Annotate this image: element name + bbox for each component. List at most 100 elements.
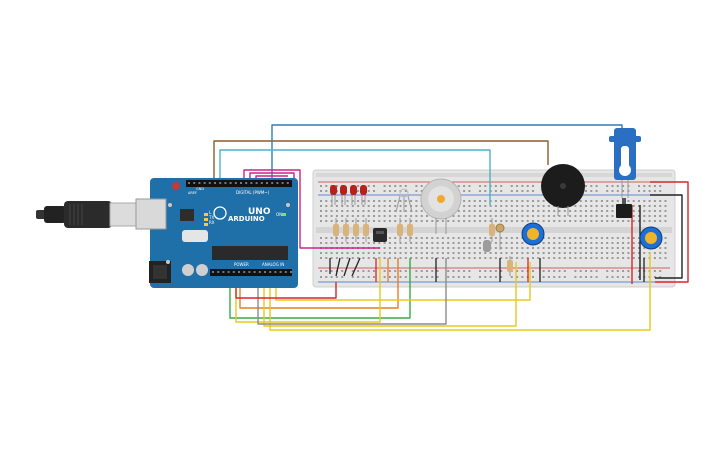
breadboard-hole — [616, 257, 619, 259]
breadboard-hole — [489, 252, 492, 254]
breadboard-hole — [638, 257, 640, 259]
breadboard-hole — [330, 237, 333, 239]
photoresistor[interactable] — [495, 223, 505, 250]
breadboard-hole — [357, 276, 360, 278]
breadboard-hole — [558, 276, 561, 278]
breadboard-hole — [473, 215, 476, 217]
breadboard-hole — [399, 200, 402, 202]
breadboard-hole — [388, 257, 391, 259]
breadboard-hole — [659, 205, 662, 207]
breadboard-hole — [484, 210, 487, 212]
breadboard-hole — [542, 210, 545, 212]
breadboard-hole — [463, 210, 466, 212]
reset-button[interactable] — [172, 182, 180, 190]
aref-label: AREF — [188, 191, 197, 195]
breadboard-hole — [441, 220, 444, 222]
wire-yellow-4[interactable] — [275, 262, 531, 301]
breadboard-hole — [436, 276, 439, 278]
breadboard-hole — [659, 257, 662, 259]
wire-black-right[interactable] — [650, 194, 683, 279]
breadboard-hole — [404, 237, 407, 239]
breadboard-hole — [463, 257, 466, 259]
breadboard-hole — [616, 190, 619, 192]
breadboard-hole — [431, 252, 434, 254]
servo-motor[interactable] — [609, 128, 641, 198]
breadboard-hole — [585, 270, 587, 272]
breadboard-hole — [335, 237, 338, 239]
wire-yellow-1[interactable] — [235, 258, 381, 323]
breadboard-hole — [569, 210, 572, 212]
breadboard-hole — [325, 276, 328, 278]
tilt-sensor[interactable] — [483, 240, 491, 252]
resistor-5 — [397, 218, 403, 242]
jumper-stubs — [329, 257, 645, 282]
transistor[interactable] — [616, 198, 632, 218]
breadboard-hole — [383, 247, 386, 249]
wire-magenta-1[interactable] — [243, 169, 380, 249]
breadboard-hole — [579, 215, 582, 217]
breadboard-hole — [335, 210, 338, 212]
breadboard-hole — [563, 276, 566, 278]
breadboard-hole — [494, 215, 497, 217]
breadboard-hole — [526, 205, 529, 207]
header-pin — [266, 182, 268, 184]
usb-cable[interactable] — [36, 201, 139, 228]
breadboard-hole — [500, 205, 503, 207]
breadboard-hole — [563, 252, 566, 254]
temperature-sensor[interactable] — [373, 228, 387, 242]
breadboard-hole — [357, 210, 360, 212]
wire-yellow-2[interactable] — [263, 262, 517, 327]
potentiometer-1[interactable] — [521, 222, 545, 246]
wire-brown[interactable] — [213, 140, 549, 183]
breadboard-hole — [325, 190, 328, 192]
wire-green[interactable] — [229, 258, 411, 319]
breadboard-hole — [622, 276, 625, 278]
arduino-uno-board[interactable]: ARDUINO UNO DIGITAL (PWM~) POWER ANALOG … — [135, 178, 298, 288]
breadboard-hole — [383, 190, 386, 192]
on-label: ON — [276, 212, 282, 217]
breadboard-hole — [420, 242, 423, 244]
breadboard-hole — [383, 252, 386, 254]
breadboard-hole — [537, 210, 540, 212]
breadboard-hole — [479, 270, 481, 272]
breadboard-hole — [590, 210, 593, 212]
wire-yellow-3[interactable] — [269, 252, 651, 331]
breadboard-hole — [457, 257, 460, 259]
wire-red-gnd[interactable] — [235, 282, 337, 299]
breadboard-hole — [542, 252, 545, 254]
breadboard-hole — [341, 220, 344, 222]
wire-cyan[interactable] — [219, 149, 491, 205]
breadboard-hole — [468, 220, 471, 222]
breadboard-hole — [606, 270, 609, 272]
rgb-led[interactable] — [395, 188, 413, 213]
breadboard-hole — [516, 276, 519, 278]
breadboard-hole — [600, 242, 603, 244]
header-pin — [271, 182, 274, 184]
breadboard-hole — [325, 210, 328, 212]
breadboard-hole — [484, 270, 487, 272]
breadboard-hole — [537, 257, 540, 259]
breadboard-hole — [648, 185, 651, 187]
breadboard-hole — [367, 257, 370, 259]
wire-red-right[interactable] — [650, 181, 689, 283]
red-leds[interactable] — [330, 185, 367, 205]
breadboard-hole — [632, 210, 635, 212]
breadboard-hole — [473, 242, 476, 244]
breadboard-hole — [320, 270, 322, 272]
breadboard-hole — [542, 215, 545, 217]
breadboard-hole — [330, 276, 333, 278]
breadboard-hole — [510, 237, 513, 239]
breadboard-hole — [585, 220, 587, 222]
dc-motor[interactable] — [420, 178, 462, 234]
breadboard-hole — [420, 205, 423, 207]
resistors[interactable] — [333, 218, 513, 276]
wire-gray[interactable] — [257, 258, 447, 325]
breadboard-hole — [611, 237, 614, 239]
breadboard-hole — [638, 220, 640, 222]
breadboard-hole — [415, 200, 418, 202]
breadboard-hole — [420, 237, 423, 239]
piezo-buzzer[interactable] — [541, 164, 585, 216]
potentiometer-2[interactable] — [639, 226, 663, 250]
breadboard-hole — [399, 210, 402, 212]
breadboard-hole — [357, 205, 360, 207]
